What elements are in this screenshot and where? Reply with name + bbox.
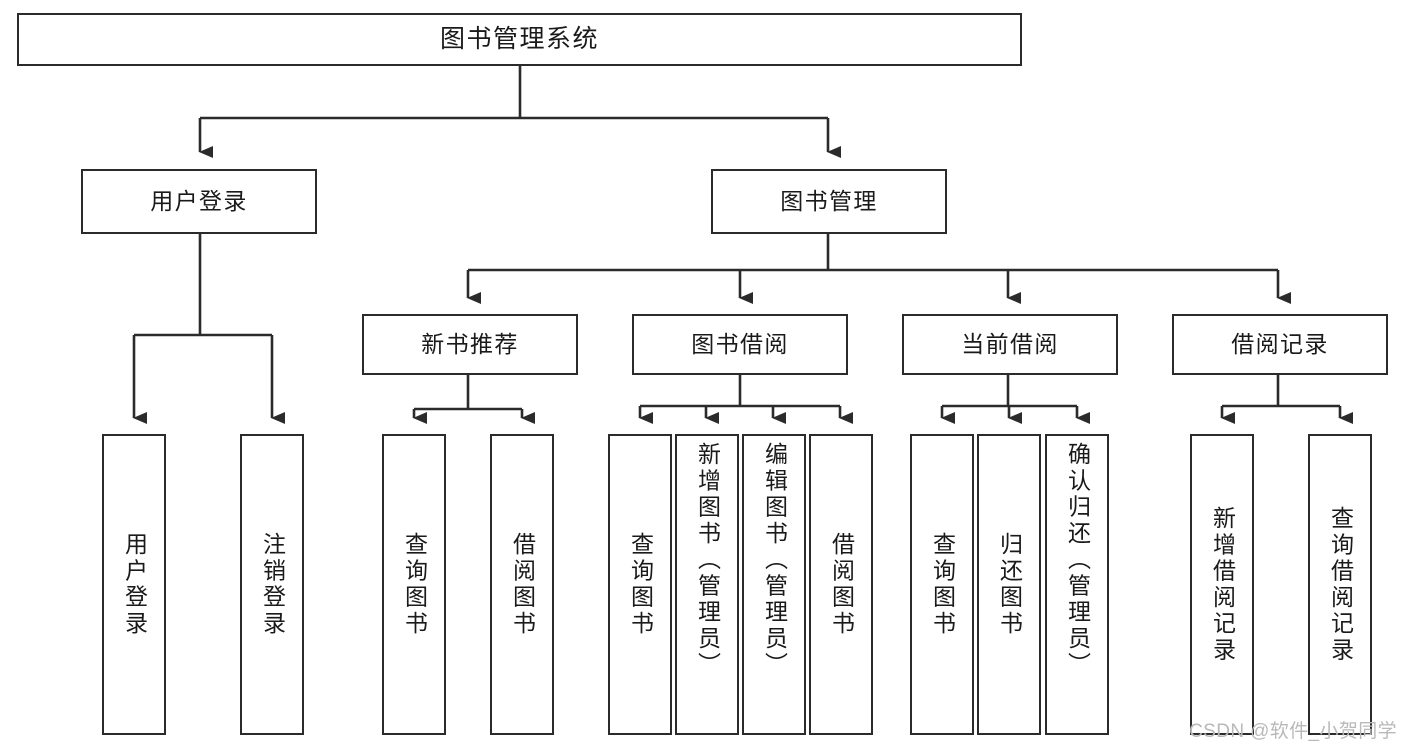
leaf-new-book-borrow-books[interactable]: 借阅图书 — [490, 434, 554, 735]
node-root-book-management-system[interactable]: 图书管理系统 — [17, 13, 1022, 66]
node-label: 注销登录 — [259, 532, 286, 637]
leaf-borrow-record-add-record[interactable]: 新增借阅记录 — [1190, 434, 1254, 735]
leaf-user-login-logout[interactable]: 注销登录 — [240, 434, 304, 735]
leaf-book-borrow-query-books[interactable]: 查询图书 — [608, 434, 672, 735]
node-label: 查询图书 — [929, 532, 956, 637]
leaf-borrow-record-query-record[interactable]: 查询借阅记录 — [1308, 434, 1372, 735]
node-label: 编辑图书（管理员） — [761, 442, 788, 678]
node-label: 图书管理系统 — [439, 24, 599, 53]
leaf-new-book-query-books[interactable]: 查询图书 — [382, 434, 446, 735]
node-label: 借阅图书 — [509, 532, 536, 637]
node-label: 归还图书 — [996, 532, 1023, 637]
node-label: 借阅图书 — [828, 532, 855, 637]
node-label: 借阅记录 — [1231, 330, 1329, 357]
node-current-borrowing[interactable]: 当前借阅 — [902, 314, 1118, 375]
leaf-book-borrow-edit-book-admin[interactable]: 编辑图书（管理员） — [742, 434, 806, 735]
node-book-borrowing[interactable]: 图书借阅 — [632, 314, 848, 375]
leaf-user-login-login[interactable]: 用户登录 — [102, 434, 166, 735]
node-book-management[interactable]: 图书管理 — [711, 169, 947, 234]
leaf-book-borrow-borrow-books[interactable]: 借阅图书 — [809, 434, 873, 735]
node-label: 查询图书 — [627, 532, 654, 637]
leaf-current-borrow-query-books[interactable]: 查询图书 — [910, 434, 974, 735]
leaf-current-borrow-return-books[interactable]: 归还图书 — [977, 434, 1041, 735]
node-user-login[interactable]: 用户登录 — [81, 169, 317, 234]
node-label: 图书管理 — [780, 187, 878, 214]
node-label: 用户登录 — [150, 187, 248, 214]
leaf-current-borrow-confirm-return-admin[interactable]: 确认归还（管理员） — [1045, 434, 1109, 735]
node-label: 确认归还（管理员） — [1064, 442, 1091, 678]
node-label: 查询借阅记录 — [1327, 505, 1354, 664]
node-new-book-recommendation[interactable]: 新书推荐 — [362, 314, 578, 375]
csdn-watermark: CSDN @软件_小贺同学 — [1189, 721, 1397, 742]
node-label: 图书借阅 — [691, 330, 789, 357]
node-label: 查询图书 — [401, 532, 428, 637]
node-borrowing-record[interactable]: 借阅记录 — [1172, 314, 1388, 375]
leaf-book-borrow-add-book-admin[interactable]: 新增图书（管理员） — [675, 434, 739, 735]
node-label: 新增借阅记录 — [1209, 505, 1236, 664]
node-label: 新增图书（管理员） — [694, 442, 721, 678]
node-label: 用户登录 — [121, 532, 148, 637]
node-label: 当前借阅 — [961, 330, 1059, 357]
node-label: 新书推荐 — [421, 330, 519, 357]
